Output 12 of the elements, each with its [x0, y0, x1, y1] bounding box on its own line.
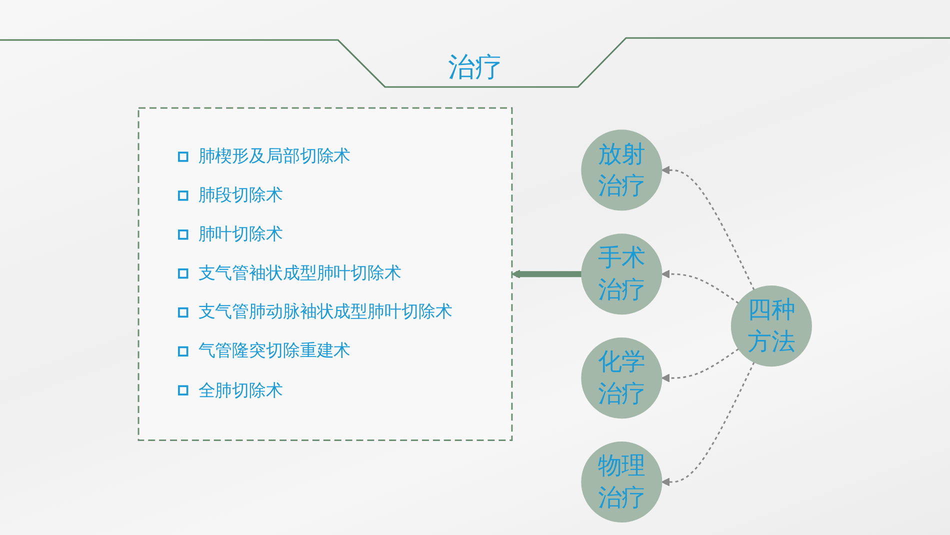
arrow	[661, 270, 740, 304]
arrow	[661, 348, 740, 382]
node-circle: 手术治疗	[581, 234, 662, 315]
node-circle: 四种方法	[730, 286, 812, 367]
arrow	[661, 166, 755, 290]
arrow	[661, 362, 755, 486]
node-circle: 放射治疗	[581, 130, 662, 211]
node-circle: 化学治疗	[581, 338, 662, 419]
arrow	[512, 270, 582, 278]
node-circle: 物理治疗	[581, 441, 662, 523]
title: 治疗	[448, 52, 502, 83]
node-box: 肺楔形及局部切除术 肺段切除术 肺叶切除术 支气管袖状成型肺叶切除术 支气管肺动脉袖状成型肺叶切除术 气管隆突切除重建术 全肺切除术	[138, 107, 513, 441]
